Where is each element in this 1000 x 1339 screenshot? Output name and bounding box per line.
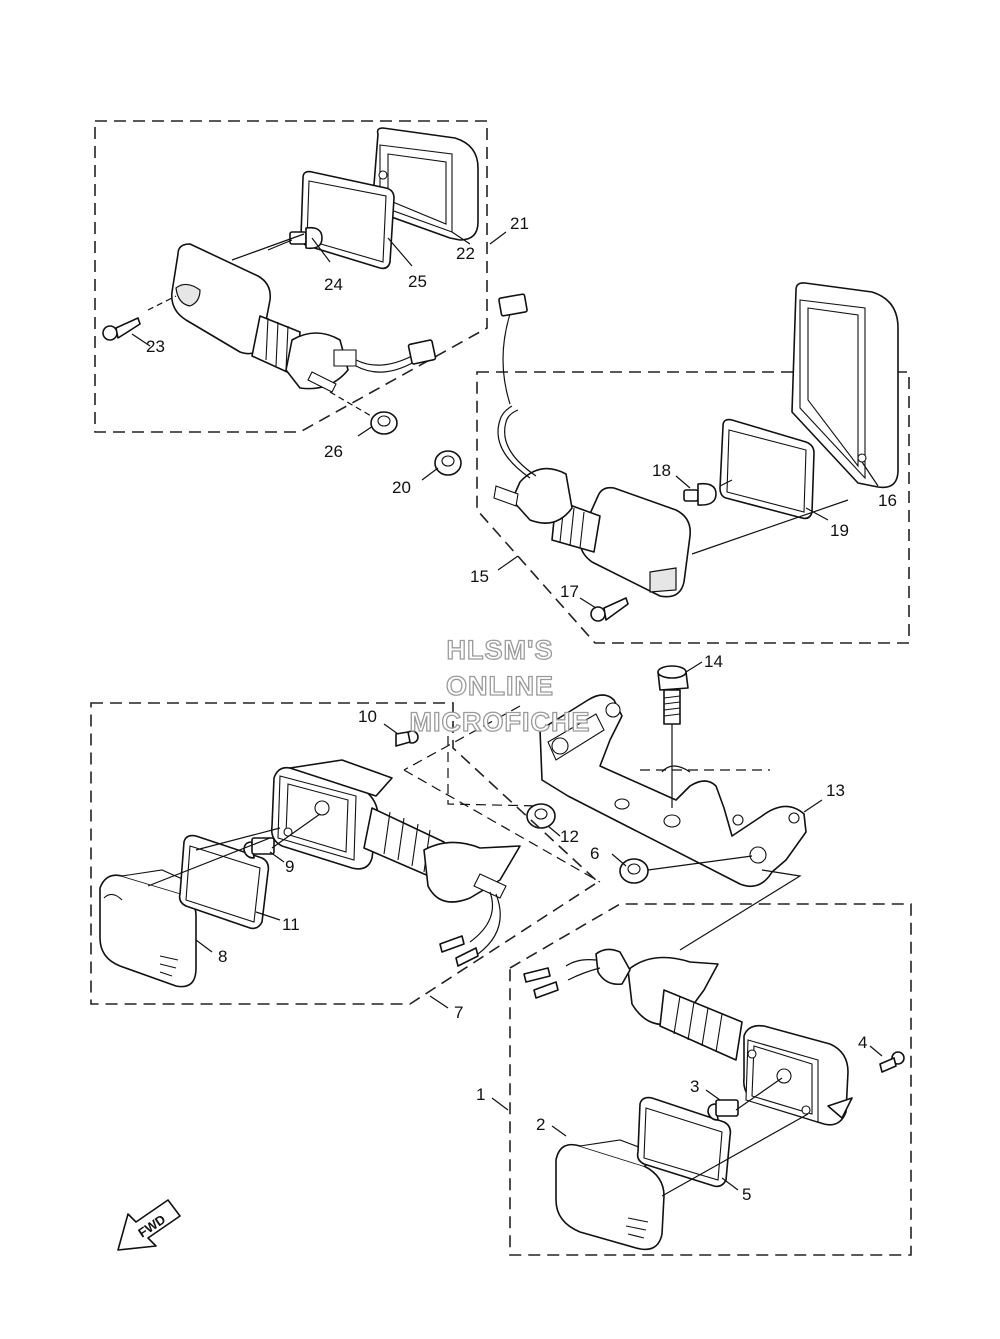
callout-9: 9 <box>285 857 294 876</box>
leader-25 <box>387 237 413 267</box>
leader-14 <box>685 661 703 673</box>
callout-4: 4 <box>858 1033 867 1052</box>
gasket-5 <box>636 1096 732 1188</box>
lens-8 <box>99 869 200 988</box>
callout-13: 13 <box>826 781 845 800</box>
housing-7 <box>270 759 521 967</box>
leader-12 <box>547 825 561 837</box>
leader-13 <box>803 799 823 813</box>
leader-4 <box>869 1045 883 1057</box>
lens-22 <box>371 127 479 241</box>
leader-18 <box>675 475 691 489</box>
leader-19 <box>805 507 829 521</box>
callout-8: 8 <box>218 947 227 966</box>
leader-20 <box>421 467 439 481</box>
leader-5 <box>721 1177 739 1191</box>
callout-6: 6 <box>590 844 599 863</box>
callout-16: 16 <box>878 491 897 510</box>
callout-17: 17 <box>560 582 579 601</box>
assembly-15-boundary <box>476 371 910 644</box>
leader-17 <box>579 597 597 609</box>
housing-1 <box>523 948 853 1126</box>
leader-15 <box>497 555 519 571</box>
leader-24 <box>311 237 331 263</box>
leader-16 <box>861 461 879 487</box>
callout-5: 5 <box>742 1185 751 1204</box>
callout-14: 14 <box>704 652 723 671</box>
leader-23 <box>131 333 151 347</box>
screw-17 <box>590 597 629 622</box>
assembly-7-boundary <box>90 702 600 1005</box>
callout-25: 25 <box>408 272 427 291</box>
callout-11: 11 <box>282 915 300 934</box>
assembly-21-rear-left-flasher <box>94 120 507 437</box>
bulb-9 <box>243 837 275 859</box>
assembly-7-front-left-flasher <box>90 702 600 1009</box>
leader-10 <box>383 723 399 735</box>
housing-21 <box>170 243 437 393</box>
watermark: HLSM'S ONLINE MICROFICHE <box>409 634 591 737</box>
gasket-11 <box>178 834 270 930</box>
assembly-15-rear-right-flasher <box>421 282 910 644</box>
assembly-21-boundary <box>94 120 488 433</box>
screw-10 <box>395 730 419 747</box>
watermark-line-3: MICROFICHE <box>410 707 591 737</box>
nut-20 <box>434 450 462 476</box>
callout-22: 22 <box>456 244 475 263</box>
leader-6 <box>611 853 627 867</box>
screw-4 <box>879 1051 905 1073</box>
callout-labels: 1 2 3 4 5 6 7 8 9 10 11 12 13 14 15 16 1… <box>146 214 897 1204</box>
assembly-1-front-right-flasher <box>491 903 912 1256</box>
bulb-3 <box>707 1099 739 1121</box>
callout-3: 3 <box>690 1077 699 1096</box>
bolt-14 <box>657 665 689 808</box>
leader-1 <box>491 1097 509 1111</box>
assembly-1-boundary <box>509 903 912 1256</box>
callout-12: 12 <box>560 827 579 846</box>
callout-23: 23 <box>146 337 165 356</box>
callout-18: 18 <box>652 461 671 480</box>
leader-21 <box>489 231 507 245</box>
housing-15 <box>493 293 692 598</box>
callout-2: 2 <box>536 1115 545 1134</box>
callout-21: 21 <box>510 214 529 233</box>
callout-15: 15 <box>470 567 489 586</box>
lens-16 <box>791 282 899 489</box>
leader-11 <box>255 911 281 921</box>
gasket-19 <box>719 418 815 520</box>
callout-10: 10 <box>358 707 377 726</box>
leader-7 <box>429 995 449 1009</box>
leader-8 <box>195 939 213 953</box>
screw-23 <box>102 317 141 341</box>
watermark-line-1: HLSM'S <box>447 635 554 665</box>
callout-20: 20 <box>392 478 411 497</box>
leader-2 <box>551 1125 567 1137</box>
nut-12 <box>526 803 556 829</box>
callout-26: 26 <box>324 442 343 461</box>
nut-26 <box>370 411 398 435</box>
fwd-arrow-icon <box>117 1199 181 1251</box>
callout-19: 19 <box>830 521 849 540</box>
callout-7: 7 <box>454 1003 463 1022</box>
gasket-25 <box>300 170 395 270</box>
bracket-13-flasher-stay <box>539 694 807 888</box>
watermark-line-2: ONLINE <box>446 671 554 701</box>
leader-22 <box>451 231 471 245</box>
leader-9 <box>269 851 285 863</box>
callout-1: 1 <box>476 1085 485 1104</box>
bulb-18 <box>683 482 717 506</box>
forward-direction-arrow: FWD <box>117 1199 181 1251</box>
callout-24: 24 <box>324 275 343 294</box>
leader-3 <box>705 1089 721 1101</box>
nut-6 <box>619 858 649 884</box>
